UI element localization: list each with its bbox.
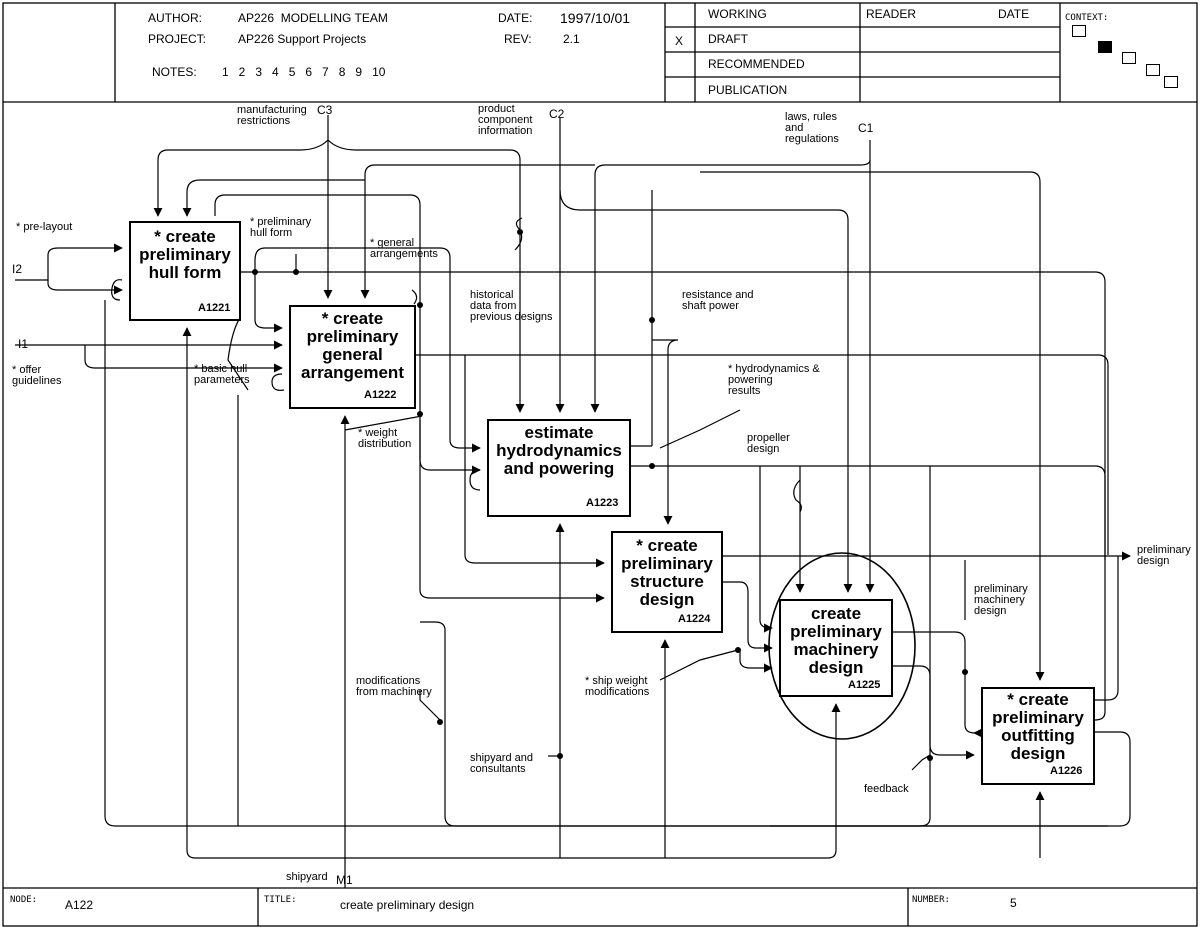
arrow-label-prelim-machinery: preliminary machinery design	[974, 583, 1028, 617]
notes-label: NOTES:	[152, 65, 197, 79]
reader-date-label: DATE	[998, 7, 1030, 21]
author-value: AP226 MODELLING TEAM	[238, 11, 388, 25]
arrow-label-laws: laws, rules and regulations	[785, 111, 839, 145]
box-a1225	[779, 599, 893, 697]
arrow-label-hydro-results: * hydrodynamics & powering results	[728, 363, 820, 397]
arrow-label-ship-weight: * ship weight modifications	[585, 675, 650, 698]
title-label: TITLE:	[264, 895, 297, 905]
arrows	[15, 115, 1131, 888]
title-value: create preliminary design	[340, 898, 475, 912]
arrow-label-historical: historical data from previous designs	[470, 289, 553, 323]
node-label: NODE:	[10, 895, 38, 905]
activity-a1223-id: A1223	[586, 497, 619, 509]
arrow-label-weight-dist: * weight distribution	[358, 427, 412, 450]
status-working: WORKING	[708, 7, 767, 21]
activity-a1224-label: * create preliminary structure design	[621, 536, 713, 609]
date-label: DATE:	[498, 11, 533, 25]
activity-a1221-label: * create preliminary hull form	[139, 227, 231, 282]
icom-i1: I1	[18, 337, 29, 351]
activity-a1225-label: create preliminary machinery design	[790, 604, 882, 677]
activity-a1221-id: A1221	[198, 302, 231, 314]
arrow-label-basic-hull: * basic hull parameters	[194, 363, 250, 386]
activity-a1224-id: A1224	[678, 613, 711, 625]
junction-dots	[252, 229, 968, 761]
arrow-label-resistance: resistance and shaft power	[682, 289, 754, 312]
arrow-label-manufacturing: manufacturing restrictions	[237, 104, 307, 127]
status-mark: X	[675, 34, 684, 48]
reader-label: READER	[866, 7, 917, 21]
icom-c1: C1	[858, 121, 874, 135]
activity-a1223-label: estimate hydrodynamics and powering	[496, 423, 622, 478]
arrow-label-feedback: feedback	[864, 783, 909, 795]
arrow-label-propeller: propeller design	[747, 432, 790, 455]
arrow-label-mods-machinery: modifications from machinery	[356, 675, 432, 698]
status-draft: DRAFT	[708, 32, 748, 46]
notes-value: 1 2 3 4 5 6 7 8 9 10	[222, 65, 386, 79]
arrow-label-shipyard: shipyard	[286, 871, 328, 883]
date-value: 1997/10/01	[560, 10, 631, 26]
icom-c3: C3	[317, 103, 333, 117]
context-box-3	[1122, 52, 1136, 64]
context-box-4	[1146, 64, 1160, 76]
project-label: PROJECT:	[148, 32, 207, 46]
arrow-label-prelim-hull: * preliminary hull form	[250, 216, 312, 239]
box-a1221	[129, 221, 241, 321]
node-value: A122	[65, 898, 94, 912]
activity-a1225-id: A1225	[848, 679, 881, 691]
arrow-label-prelayout: * pre-layout	[16, 221, 73, 233]
number-label: NUMBER:	[912, 895, 950, 905]
context-box-1	[1072, 25, 1086, 37]
activity-a1226-label: * create preliminary outfitting design	[992, 690, 1084, 763]
arrow-label-offer: * offer guidelines	[12, 364, 62, 387]
rev-value: 2.1	[563, 32, 580, 46]
number-value: 5	[1010, 896, 1017, 910]
author-label: AUTHOR:	[148, 11, 202, 25]
activity-a1226-id: A1226	[1050, 765, 1083, 777]
box-a1223	[487, 419, 631, 517]
context-box-2	[1098, 41, 1112, 53]
activity-a1222-label: * create preliminary general arrangement	[301, 309, 404, 382]
box-a1222	[289, 305, 416, 409]
icom-i2: I2	[12, 262, 23, 276]
context-box-5	[1164, 76, 1178, 88]
project-value: AP226 Support Projects	[238, 32, 367, 46]
activity-a1222-id: A1222	[364, 389, 397, 401]
rev-label: REV:	[504, 32, 532, 46]
arrow-label-general-arr: * general arrangements	[370, 237, 438, 260]
arrow-label-prelim-design: preliminary design	[1137, 544, 1191, 567]
arrow-label-shipyard-consultants: shipyard and consultants	[470, 752, 533, 775]
context-label: CONTEXT:	[1065, 13, 1109, 23]
icom-c2: C2	[549, 107, 565, 121]
icom-m1: M1	[336, 873, 353, 887]
status-recommended: RECOMMENDED	[708, 57, 805, 71]
arrow-label-product: product component information	[478, 103, 533, 137]
status-publication: PUBLICATION	[708, 83, 788, 97]
